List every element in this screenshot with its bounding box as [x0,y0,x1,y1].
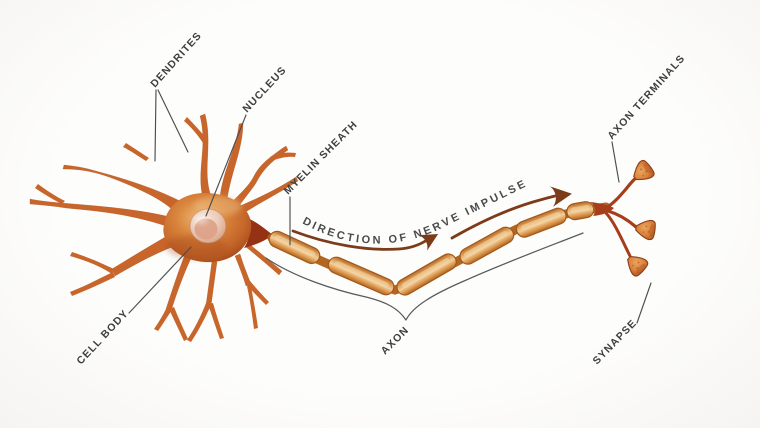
dendrite-wisp [208,303,224,339]
dendrite-bottom [205,260,218,307]
synaptic-knob [627,255,649,277]
terminal-branch-bottom [604,211,632,258]
myelin-segment [327,256,395,296]
dendrite-wisp [247,285,258,329]
dendrite-wisp [35,184,65,204]
nucleus-highlight [194,216,208,224]
dendrite-right-small [239,176,299,214]
leader-cell-body [128,246,192,314]
label-dendrites: DENDRITES [148,30,204,90]
leader-synapse [636,282,652,324]
axon-brace [265,232,584,321]
leader-lines [128,89,652,324]
dendrite-wisp [123,143,149,161]
nucleolus-shape [194,218,218,240]
impulse-arrow-right [450,194,557,240]
label-myelin-sheath: MYELIN SHEATH [282,118,361,197]
arrowhead [550,186,572,207]
leader-nucleus [205,114,247,217]
dendrite-top-left [199,113,212,199]
label-synapse: SYNAPSE [591,317,640,367]
impulse-arrow-left [291,229,429,251]
dendrite-left [29,198,167,227]
dendrite-wisp [70,252,114,274]
label-nucleus: NUCLEUS [240,64,289,115]
myelin-segment [396,253,457,296]
synaptic-knob [633,159,655,181]
axon-terminals-artwork [590,159,656,277]
dendrite-upper-left [62,164,181,212]
myelin-segment [268,230,321,265]
synaptic-knob [635,219,656,241]
dendrite-wisp [169,307,188,341]
dendrite-wisp [70,272,115,296]
dendrite-wisp [270,152,296,161]
dendrite-upper-right-zigzag [230,145,289,211]
dendrite-bottom-right [234,253,252,287]
dendrites-artwork [29,113,299,342]
leader-axon-terminals [611,141,620,183]
label-axon: AXON [379,324,412,357]
label-axon-terminals: AXON TERMINALS [605,52,687,142]
myelin-segment [566,201,595,221]
dendrite-wisp [184,117,207,143]
arrowhead [418,234,439,251]
myelin-segment [515,207,567,238]
dendrite-wisp [154,307,172,331]
axon-artwork [267,201,611,296]
leader-dendrites-1 [154,89,157,162]
terminal-branch-top [604,175,639,210]
terminal-junction [590,202,614,216]
dendrite-top-right [219,122,244,201]
dendrite-bottom-left [165,251,193,312]
impulse-arrows [291,186,572,251]
label-cell-body: CELL BODY [74,307,131,367]
leader-dendrites-2 [157,89,189,153]
myelin-segment [459,226,515,265]
dendrite-wisp [187,303,211,342]
terminal-branch-middle [606,209,638,229]
cell-body-artwork [163,192,273,263]
dendrite-lower-left [111,235,173,277]
dendrite-right-lower [245,242,283,276]
dendrite-wisp [246,281,269,305]
